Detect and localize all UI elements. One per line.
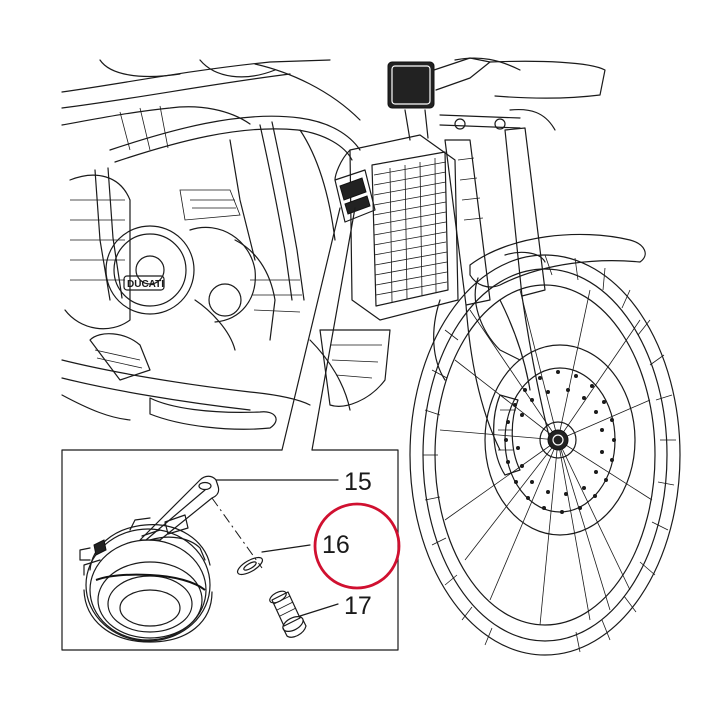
engine: DUCATI [64, 174, 302, 351]
skid-plate [319, 329, 391, 407]
callout-leader-16 [261, 544, 311, 553]
radiator [334, 134, 459, 321]
engine-badge: DUCATI [127, 279, 164, 290]
horn [79, 517, 213, 643]
assembly-axis [211, 497, 263, 569]
callout-17: 17 [344, 592, 372, 620]
tank-bodywork [61, 59, 361, 151]
bracket [139, 475, 220, 541]
front-fender [469, 233, 646, 391]
screw [269, 590, 307, 638]
washer [236, 556, 264, 576]
horn-assembly [79, 475, 307, 643]
callout-leader-17 [299, 603, 339, 617]
callout-15: 15 [344, 468, 372, 496]
auxiliary-light [387, 57, 606, 141]
motorcycle-illustration: DUCATI [61, 57, 681, 656]
inset-leader-right [311, 207, 356, 451]
callout-16: 16 [322, 531, 350, 559]
inset-leader-left [281, 207, 341, 451]
front-wheel [409, 254, 681, 656]
front-fork [433, 108, 556, 451]
detail-inset: 15 16 17 [61, 207, 401, 651]
inset-frame [61, 449, 399, 651]
footpeg-exhaust [61, 333, 351, 430]
highlight-ring [313, 502, 401, 590]
